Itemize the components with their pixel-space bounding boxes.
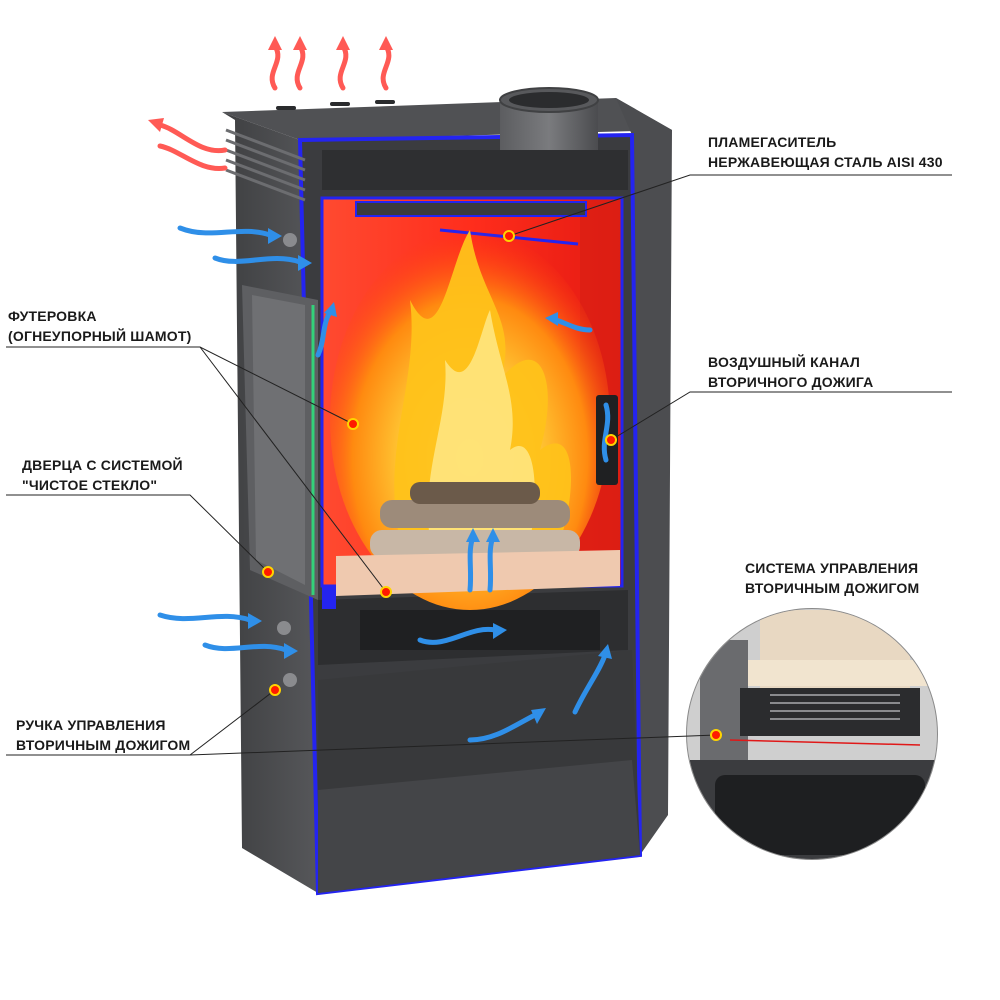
label-air-channel-line2: ВТОРИЧНОГО ДОЖИГА (708, 374, 874, 390)
label-flame-damper-line1: ПЛАМЕГАСИТЕЛЬ (708, 134, 837, 150)
label-control-system-line2: ВТОРИЧНЫМ ДОЖИГОМ (745, 580, 920, 596)
label-handle-line2: ВТОРИЧНЫМ ДОЖИГОМ (16, 737, 191, 753)
label-handle: РУЧКА УПРАВЛЕНИЯ ВТОРИЧНЫМ ДОЖИГОМ (16, 715, 190, 755)
label-door: ДВЕРЦА С СИСТЕМОЙ "ЧИСТОЕ СТЕКЛО" (22, 455, 183, 495)
top-vents (225, 128, 306, 202)
label-control-system: СИСТЕМА УПРАВЛЕНИЯ ВТОРИЧНЫМ ДОЖИГОМ (745, 558, 919, 598)
label-control-system-line1: СИСТЕМА УПРАВЛЕНИЯ (745, 560, 919, 576)
marker-dot-icon (262, 230, 722, 741)
label-handle-line1: РУЧКА УПРАВЛЕНИЯ (16, 717, 166, 733)
top-slots (276, 100, 395, 110)
label-door-line2: "ЧИСТОЕ СТЕКЛО" (22, 477, 158, 493)
label-lining-line2: (ОГНЕУПОРНЫЙ ШАМОТ) (8, 328, 192, 344)
label-door-line1: ДВЕРЦА С СИСТЕМОЙ (22, 457, 183, 473)
detail-inset (686, 608, 938, 860)
label-air-channel-line1: ВОЗДУШНЫЙ КАНАЛ (708, 354, 860, 370)
storage-floor (318, 760, 640, 893)
door-glass (252, 295, 305, 585)
blue-stop (322, 585, 336, 609)
chimney-pipe (499, 87, 599, 180)
label-flame-damper-line2: НЕРЖАВЕЮЩАЯ СТАЛЬ AISI 430 (708, 154, 943, 170)
label-air-channel: ВОЗДУШНЫЙ КАНАЛ ВТОРИЧНОГО ДОЖИГА (708, 352, 873, 392)
cold-air-arrow-icon (157, 225, 612, 743)
right-side-panel (616, 98, 672, 855)
leader-lines (6, 174, 952, 756)
chamotte-base (336, 550, 620, 596)
label-flame-damper: ПЛАМЕГАСИТЕЛЬ НЕРЖАВЕЮЩАЯ СТАЛЬ AISI 430 (708, 132, 943, 172)
firebox (320, 196, 624, 610)
flame-damper (355, 201, 587, 217)
logs (370, 482, 580, 558)
upper-chamber (322, 150, 628, 190)
label-lining-line1: ФУТЕРОВКА (8, 308, 97, 324)
label-lining: ФУТЕРОВКА (ОГНЕУПОРНЫЙ ШАМОТ) (8, 306, 191, 346)
hot-air-arrow-icon (148, 36, 393, 171)
handles (277, 233, 297, 687)
